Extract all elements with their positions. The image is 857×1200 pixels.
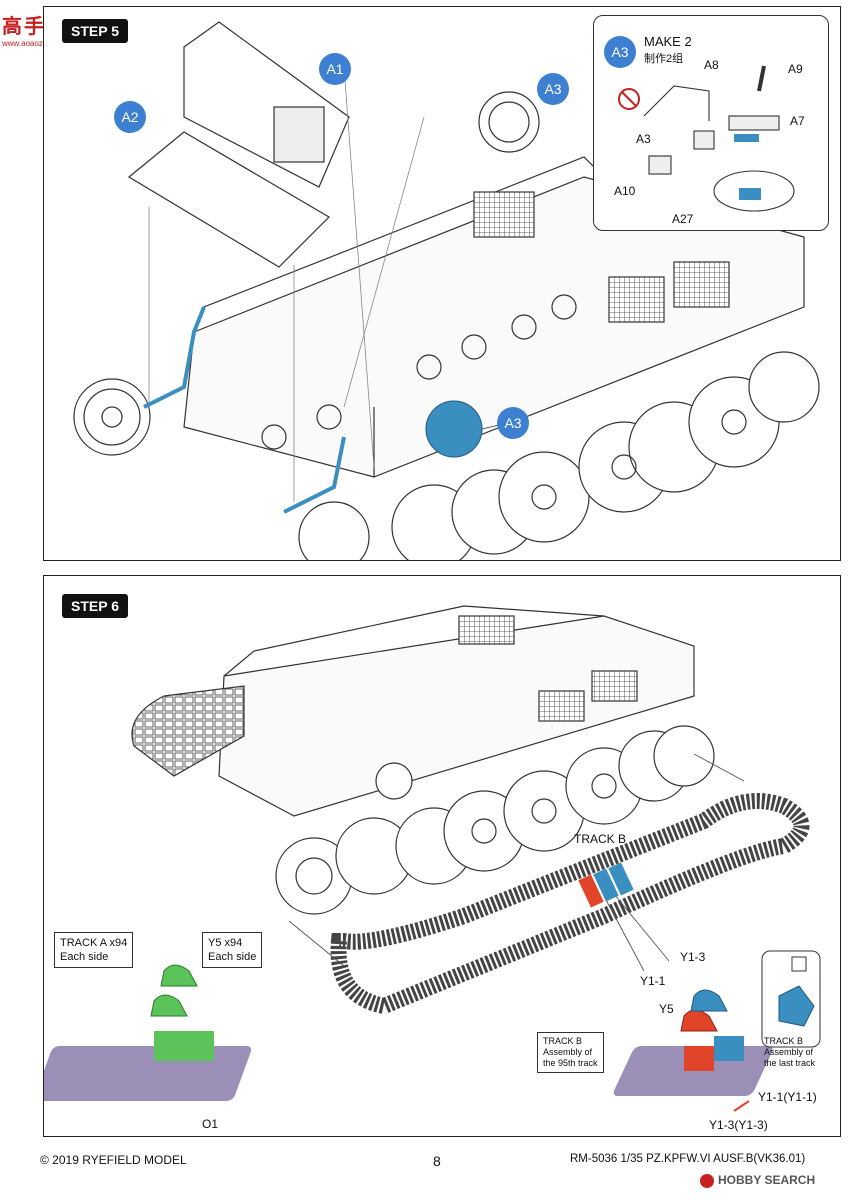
assembly-last-line2: Assembly of [764,1047,814,1057]
step-6-drawing [44,605,821,1112]
step-5-panel: STEP 5 [43,6,841,561]
y1-1-label: Y1-1(Y1-1) [758,1090,817,1104]
sub-assembly-inset: A3 MAKE 2 制作2组 A8 A9 A7 A3 A10 A27 [593,15,829,231]
hobby-search-watermark: HOBBY SEARCH [700,1173,815,1188]
part-o1: O1 [202,1117,219,1131]
part-a27: A27 [672,212,694,226]
assembly-last-line3: the last track [764,1058,816,1068]
step-5-badge: STEP 5 [62,19,128,43]
y5-side: Each side [208,951,257,963]
assembly-95-line2: Assembly of [543,1047,593,1057]
assembly-last-line1: TRACK B [764,1036,804,1046]
copyright: © 2019 RYEFIELD MODEL [40,1153,187,1167]
assembly-95-line1: TRACK B [543,1036,583,1046]
model-number: RM-5036 1/35 PZ.KPFW.VI AUSF.B(VK36.01) [570,1153,806,1165]
y1-3-label: Y1-3(Y1-3) [709,1118,768,1132]
hobby-search-text: HOBBY SEARCH [718,1173,816,1187]
callout-a2: A2 [114,101,146,133]
pin-y1-3: Y1-3 [680,950,706,964]
part-a3: A3 [636,132,651,146]
page-number: 8 [433,1153,441,1169]
y5-box: Y5 x94 Each side [202,932,263,968]
callout-a3-upper: A3 [537,73,569,105]
inset-drawing [618,65,795,212]
track-a-box: TRACK A x94 Each side [54,932,134,968]
assembly-95-line3: the 95th track [543,1058,598,1068]
part-a7: A7 [790,114,805,128]
pin-y1-1: Y1-1 [640,974,666,988]
step-6-badge: STEP 6 [62,594,128,618]
callout-a1: A1 [319,53,351,85]
track-a-count: TRACK A x94 [60,937,128,949]
assembly-last-box: TRACK B Assembly of the last track [764,1036,815,1069]
track-b-label: TRACK B [574,832,627,846]
make-count: MAKE 2 [644,34,692,49]
hobby-search-logo-icon [700,1173,714,1188]
part-a10: A10 [614,184,636,198]
part-a9: A9 [788,62,803,76]
assembly-95th-box: TRACK B Assembly of the 95th track [537,1032,604,1073]
make-count-cn: 制作2组 [644,53,684,65]
y5-label: Y5 [659,1002,674,1016]
part-a8: A8 [704,58,719,72]
track-a-side: Each side [60,951,109,963]
step-5-drawing [73,21,820,560]
y5-count: Y5 x94 [208,937,243,949]
callout-a3-lower: A3 [497,407,529,439]
inset-callout-a3: A3 [604,36,636,68]
step-6-panel: STEP 6 [43,575,841,1137]
watermark-url: www.aoaozhao.com [2,39,74,48]
